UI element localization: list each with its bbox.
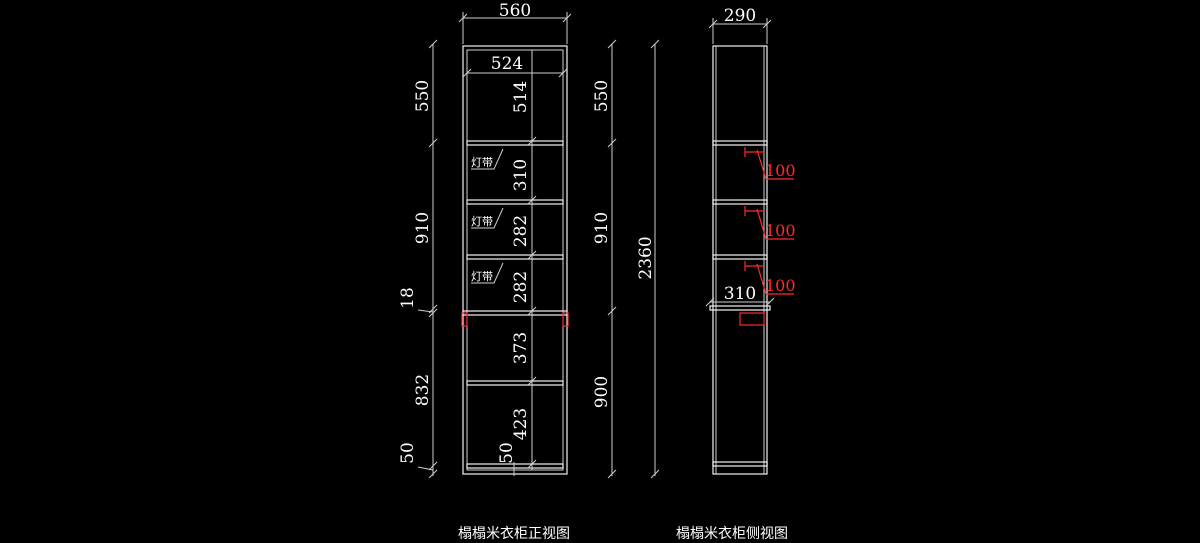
- platform-text: 310: [724, 284, 756, 304]
- offset-1-text: 100: [765, 161, 796, 180]
- front-joint-right: [562, 312, 569, 327]
- light-strip-label-1: 灯带: [471, 156, 493, 169]
- dim-total-height: 2360: [636, 39, 660, 479]
- light-strip-labels: 灯带 灯带 灯带: [471, 148, 504, 284]
- side-view: 290 310 100 100 100 榻榻米衣柜侧视图: [676, 6, 796, 542]
- dim-width-outer: 560: [458, 1, 572, 44]
- front-cabinet-outline: [462, 45, 568, 475]
- offset-3-text: 100: [765, 276, 796, 295]
- dim-right-chain: 550 910 900: [592, 39, 617, 479]
- right-seg-3-text: 900: [592, 376, 612, 408]
- dim-width-inner-text: 524: [491, 54, 523, 74]
- front-cabinet-inner-outline: [466, 49, 564, 471]
- compartment-1-text: 514: [511, 81, 531, 113]
- front-joint-left: [461, 312, 468, 327]
- compartment-2-text: 310: [511, 159, 531, 191]
- compartment-4-text: 282: [511, 271, 531, 303]
- dim-depth: 290: [708, 6, 772, 44]
- left-seg-3-text: 18: [398, 287, 418, 309]
- dim-left-chain: 550 910 18 832 50: [398, 39, 438, 479]
- dim-compartments: 514 310 282 282 373 423 50: [497, 50, 537, 476]
- dim-platform: 310: [705, 284, 775, 307]
- side-view-caption: 榻榻米衣柜侧视图: [676, 526, 788, 542]
- left-seg-2-text: 910: [413, 212, 433, 244]
- compartment-6-text: 423: [511, 408, 531, 440]
- side-cabinet-outline: [712, 45, 768, 475]
- offset-2-text: 100: [765, 221, 796, 240]
- light-strip-label-3: 灯带: [471, 270, 493, 283]
- front-view-caption: 榻榻米衣柜正视图: [458, 526, 570, 542]
- side-shelves: [709, 140, 771, 467]
- total-height-text: 2360: [636, 236, 656, 279]
- right-seg-1-text: 550: [592, 80, 612, 112]
- depth-text: 290: [724, 6, 756, 26]
- front-shelves: [462, 140, 568, 469]
- left-seg-5-text: 50: [398, 442, 418, 464]
- front-view: 560 524 514 310 282 282 373 423 50: [398, 1, 660, 542]
- left-seg-4-text: 832: [413, 374, 433, 406]
- side-offsets: 100 100 100: [744, 147, 796, 295]
- compartment-3-text: 282: [511, 215, 531, 247]
- dim-width-outer-text: 560: [499, 1, 531, 21]
- compartment-5-text: 373: [511, 332, 531, 364]
- right-seg-2-text: 910: [592, 212, 612, 244]
- dim-width-inner: 524: [462, 54, 568, 78]
- side-joint: [739, 312, 765, 326]
- light-strip-label-2: 灯带: [471, 215, 493, 228]
- front-base-text: 50: [497, 442, 517, 464]
- left-seg-1-text: 550: [413, 80, 433, 112]
